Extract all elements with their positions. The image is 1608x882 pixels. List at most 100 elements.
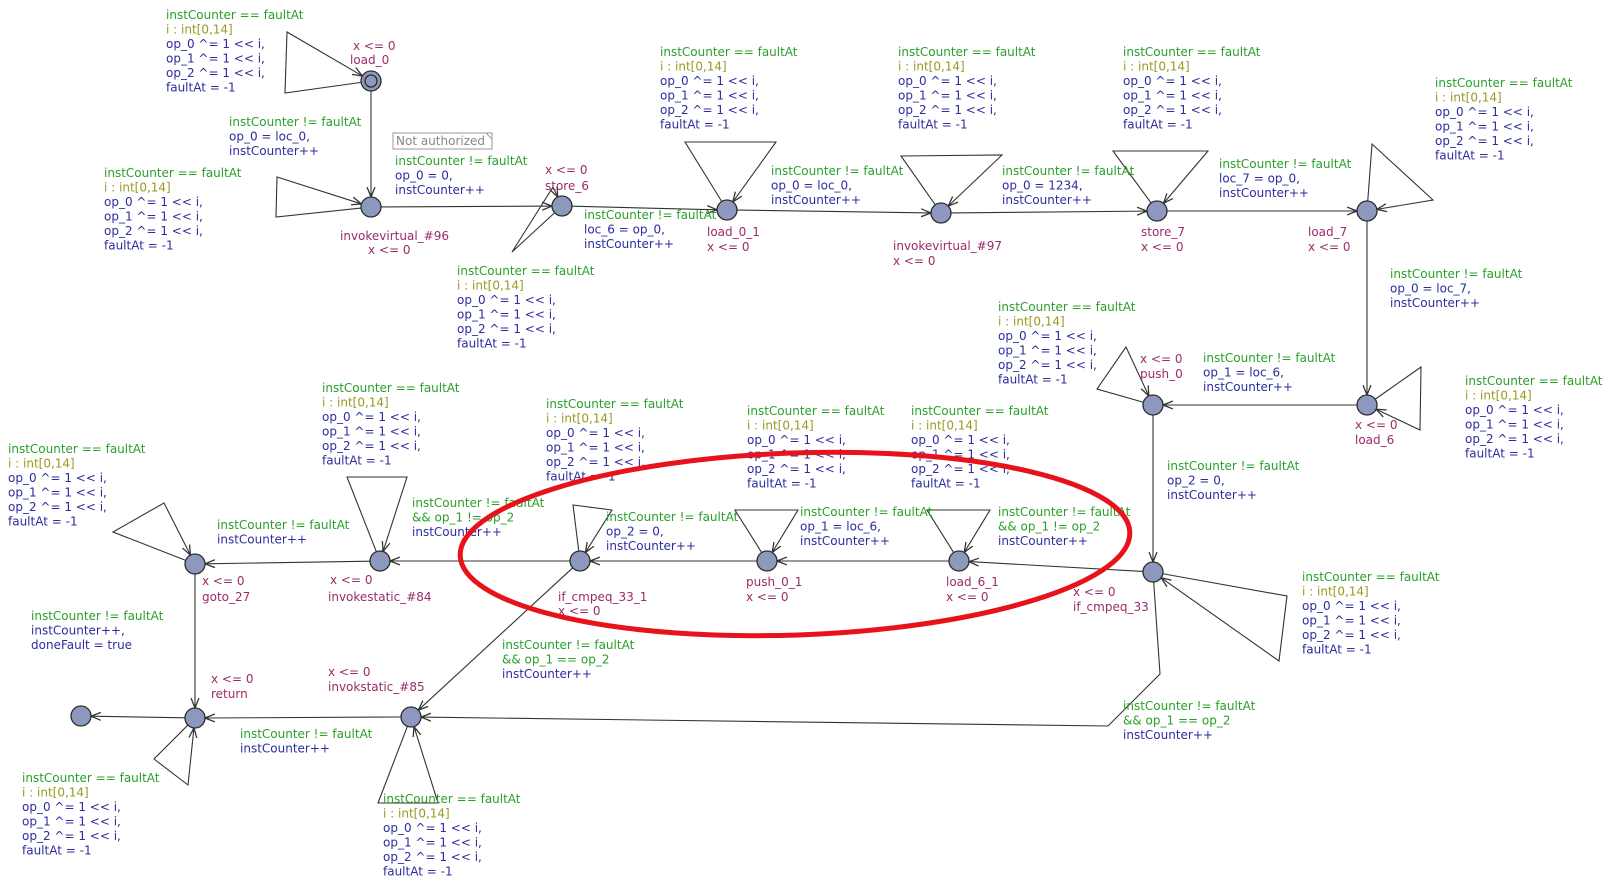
transition-guard-extra: && op_1 == op_2 [1123, 714, 1230, 728]
note-box [392, 132, 493, 150]
fault-update: op_1 ^= 1 << i, [457, 308, 556, 322]
transition-update: op_2 = 0, [1167, 474, 1225, 488]
fault-update: op_1 ^= 1 << i, [1302, 614, 1401, 628]
transition-update: instCounter++ [1002, 193, 1092, 207]
transition-edge-invokevirtual_96-to-store_6[interactable] [380, 206, 552, 207]
location-store_6[interactable] [551, 195, 573, 217]
fault-guard: instCounter == faultAt [1465, 374, 1603, 388]
location-store_7[interactable] [1146, 200, 1168, 222]
transition-edge-if_cmpeq_33-to-load_6_1[interactable] [969, 562, 1144, 572]
fault-guard: instCounter == faultAt [911, 404, 1049, 418]
fault-self-loop-if_cmpeq_33[interactable] [1161, 573, 1288, 662]
fault-self-loop-if_cmpeq_33_1[interactable] [572, 504, 613, 553]
fault-update: op_2 ^= 1 << i, [998, 358, 1097, 372]
fault-update: op_1 ^= 1 << i, [166, 52, 265, 66]
transition-edge-load_0_1-to-invokevirtual_97[interactable] [736, 210, 931, 213]
location-load_7[interactable] [1356, 200, 1378, 222]
location-push_0_1[interactable] [756, 550, 778, 572]
fault-guard: instCounter == faultAt [457, 264, 595, 278]
transition-update: op_0 = loc_7, [1390, 282, 1471, 296]
location-name: invokevirtual_#97 [893, 239, 1002, 253]
fault-self-loop-invokstatic_85[interactable] [377, 726, 439, 804]
transition-update: instCounter++ [229, 144, 319, 158]
location-load_6_1[interactable] [948, 550, 970, 572]
fault-update: op_2 ^= 1 << i, [383, 850, 482, 864]
fault-guard: instCounter == faultAt [104, 166, 242, 180]
fault-self-loop-store_7[interactable] [1111, 150, 1210, 203]
fault-self-loop-load_6[interactable] [1375, 365, 1422, 431]
fault-update: op_1 ^= 1 << i, [1123, 89, 1222, 103]
transition-update: instCounter++ [1167, 488, 1257, 502]
location-load_0_1[interactable] [716, 199, 738, 221]
fault-self-loop-invokevirtual_96[interactable] [275, 176, 361, 218]
fault-guard: instCounter == faultAt [166, 8, 304, 22]
fault-update: op_1 ^= 1 << i, [1435, 120, 1534, 134]
transition-update: instCounter++ [412, 525, 502, 539]
location-invokevirtual_96[interactable] [360, 196, 382, 218]
fault-update: op_1 ^= 1 << i, [104, 210, 203, 224]
transition-edge-if_cmpeq_33_1-to-invokstatic_85[interactable] [418, 567, 574, 710]
fault-select: i : int[0,14] [911, 419, 978, 433]
fault-self-loop-goto_27[interactable] [111, 502, 190, 561]
location-return[interactable] [184, 707, 206, 729]
transition-edge-if_cmpeq_33-to-invokstatic_85[interactable] [421, 581, 1161, 727]
transition-update: instCounter++ [606, 539, 696, 553]
transition-update: loc_6 = op_0, [584, 223, 665, 237]
fault-update: op_1 ^= 1 << i, [22, 815, 121, 829]
location-invokstatic_85[interactable] [400, 706, 422, 728]
transition-guard-extra: && op_1 != op_2 [412, 511, 514, 525]
transition-edge-store_6-to-load_0_1[interactable] [571, 206, 717, 210]
fault-update: op_0 ^= 1 << i, [22, 800, 121, 814]
location-invokevirtual_97[interactable] [930, 202, 952, 224]
fault-update: op_0 ^= 1 << i, [747, 433, 846, 447]
transition-guard: instCounter != faultAt [1167, 459, 1300, 473]
fault-update: op_0 ^= 1 << i, [911, 433, 1010, 447]
location-invariant: x <= 0 [545, 163, 587, 177]
fault-self-loop-load_7[interactable] [1367, 142, 1435, 209]
transition-edge-return-to-done[interactable] [91, 716, 186, 718]
transition-update: op_2 = 0, [606, 525, 664, 539]
location-invariant: x <= 0 [707, 240, 749, 254]
fault-update: op_2 ^= 1 << i, [1302, 628, 1401, 642]
fault-update: op_0 ^= 1 << i, [166, 37, 265, 51]
location-if_cmpeq_33_1[interactable] [569, 550, 591, 572]
location-done[interactable] [70, 705, 92, 727]
location-if_cmpeq_33[interactable] [1142, 561, 1164, 583]
fault-update: op_0 ^= 1 << i, [1123, 74, 1222, 88]
fault-update: op_2 ^= 1 << i, [1123, 103, 1222, 117]
fault-self-loop-load_6_1[interactable] [926, 509, 991, 553]
fault-update: op_1 ^= 1 << i, [1465, 418, 1564, 432]
fault-update: op_0 ^= 1 << i, [322, 410, 421, 424]
location-load_0[interactable] [360, 70, 382, 92]
location-invariant: x <= 0 [1140, 352, 1182, 366]
transition-update: op_0 = 0, [395, 169, 453, 183]
fault-self-loop-push_0_1[interactable] [734, 509, 799, 553]
labels-layer: instCounter != faultAt op_0 = loc_0, instC… [8, 8, 1603, 879]
transition-update: instCounter++, [31, 624, 125, 638]
location-name: push_0 [1140, 367, 1183, 381]
transition-update: instCounter++ [998, 534, 1088, 548]
fault-self-loop-invokestatic_84[interactable] [346, 476, 408, 552]
fault-self-loop-load_0[interactable] [284, 31, 362, 94]
fault-update: faultAt = -1 [104, 239, 174, 253]
location-name: load_6_1 [946, 575, 999, 589]
transition-guard: instCounter != faultAt [1219, 157, 1352, 171]
location-push_0[interactable] [1142, 394, 1164, 416]
location-load_6[interactable] [1356, 394, 1378, 416]
fault-self-loop-return[interactable] [153, 724, 194, 787]
transition-edge-invokevirtual_97-to-store_7[interactable] [950, 211, 1147, 213]
transition-edge-invokstatic_85-to-return[interactable] [205, 717, 402, 718]
location-name: return [211, 687, 248, 701]
transition-edge-invokestatic_84-to-goto_27[interactable] [205, 561, 371, 564]
fault-update: faultAt = -1 [1465, 447, 1535, 461]
transition-update: op_0 = loc_0, [771, 179, 852, 193]
location-goto_27[interactable] [184, 553, 206, 575]
fault-update: op_1 ^= 1 << i, [546, 441, 645, 455]
fault-self-loop-push_0[interactable] [1096, 345, 1149, 403]
fault-self-loop-load_0_1[interactable] [684, 141, 778, 202]
location-invokestatic_84[interactable] [369, 550, 391, 572]
fault-self-loop-store_6[interactable] [511, 185, 558, 253]
fault-update: op_2 ^= 1 << i, [104, 224, 203, 238]
transition-update: instCounter++ [800, 534, 890, 548]
fault-self-loop-invokevirtual_97[interactable] [899, 154, 1004, 206]
